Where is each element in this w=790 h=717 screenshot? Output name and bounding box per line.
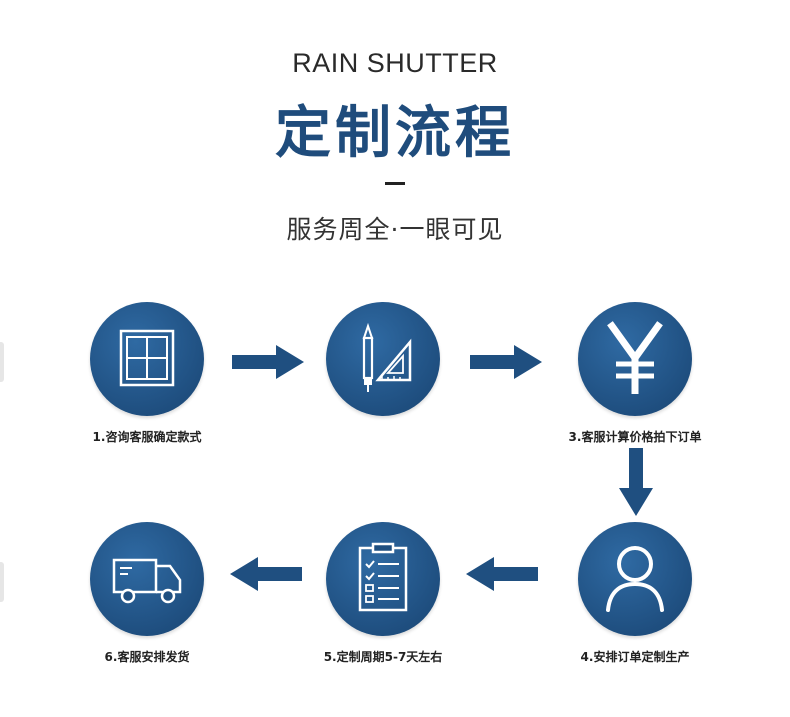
step-5-circle xyxy=(326,522,440,636)
title-divider xyxy=(385,182,405,185)
brand-name: RAIN SHUTTER xyxy=(292,48,498,78)
step-2-circle xyxy=(326,302,440,416)
step-5-label: 5.定制周期5-7天左右 xyxy=(323,650,443,664)
arrow-right-1 xyxy=(232,345,304,379)
arrow-left-2 xyxy=(230,557,302,591)
window-icon xyxy=(119,329,175,387)
arrow-left-1 xyxy=(466,557,538,591)
page-subtitle: 服务周全·一眼可见 xyxy=(286,215,504,244)
arrow-right-2 xyxy=(470,345,542,379)
step-6-circle xyxy=(90,522,204,636)
arrow-down xyxy=(619,448,653,516)
clipboard-checklist-icon xyxy=(358,542,408,612)
page-title: 定制流程 xyxy=(275,101,515,166)
step-3-label: 3.客服计算价格拍下订单 xyxy=(568,430,702,444)
step-3-circle xyxy=(578,302,692,416)
yen-icon xyxy=(607,321,663,394)
step-1-label: 1.咨询客服确定款式 xyxy=(92,430,202,444)
step-6-label: 6.客服安排发货 xyxy=(104,650,190,664)
edge-mark-left-top xyxy=(0,342,4,382)
delivery-truck-icon xyxy=(112,558,182,604)
edge-mark-left-bottom xyxy=(0,562,4,602)
step-4-label: 4.安排订单定制生产 xyxy=(580,650,690,664)
drafting-tools-icon xyxy=(362,322,412,392)
user-icon xyxy=(606,546,664,612)
step-4-circle xyxy=(578,522,692,636)
step-1-circle xyxy=(90,302,204,416)
